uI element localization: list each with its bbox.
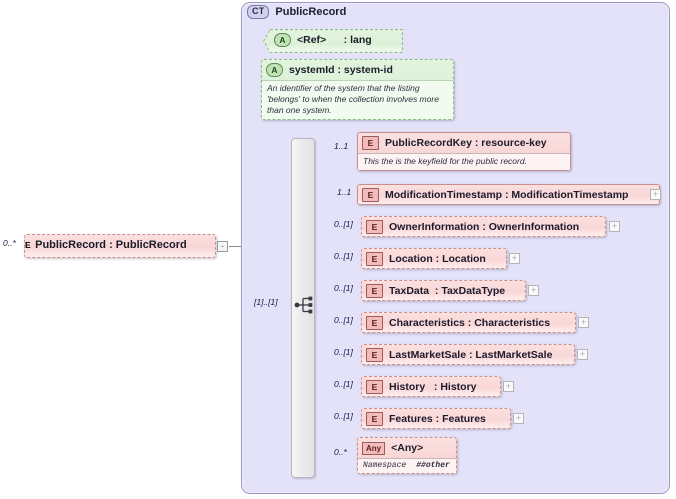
node-root-row: E PublicRecord : PublicRecord — [25, 235, 215, 257]
node-element-lastmarketsale-label: LastMarketSale : LastMarketSale — [389, 349, 553, 361]
node-element-modificationtimestamp[interactable]: E ModificationTimestamp : ModificationTi… — [357, 184, 660, 205]
occurrence-publicrecordkey: 1..1 — [334, 141, 349, 151]
occurrence-features: 0..[1] — [334, 411, 353, 421]
occurrence-modificationtimestamp: 1..1 — [337, 187, 352, 197]
occurrence-lastmarketsale: 0..[1] — [334, 347, 353, 357]
expand-icon-history[interactable]: + — [503, 381, 514, 392]
occurrence-sequence: [1]..[1] — [254, 297, 278, 307]
element-badge-icon: E — [366, 348, 383, 362]
element-badge-icon: E — [366, 412, 383, 426]
node-element-publicrecordkey-label: PublicRecordKey : resource-key — [385, 137, 547, 149]
any-namespace-value: ##other — [416, 461, 450, 470]
collapse-icon-root[interactable]: - — [217, 241, 228, 252]
expand-icon-features[interactable]: + — [513, 413, 524, 424]
expand-icon-lastmarketsale[interactable]: + — [577, 349, 588, 360]
node-root-label: PublicRecord : PublicRecord — [35, 239, 187, 251]
node-element-modificationtimestamp-row: E ModificationTimestamp : ModificationTi… — [358, 185, 659, 205]
occurrence-history: 0..[1] — [334, 379, 353, 389]
node-any-row: Any <Any> — [358, 438, 456, 458]
node-element-characteristics-label: Characteristics : Characteristics — [389, 317, 551, 329]
node-element-characteristics-row: E Characteristics : Characteristics — [362, 313, 575, 333]
node-attribute-systemid-documentation: An identifier of the system that the lis… — [262, 80, 453, 119]
node-element-publicrecordkey-documentation: This the is the keyfield for the public … — [358, 153, 570, 170]
attribute-badge-icon: A — [266, 63, 283, 77]
node-element-history[interactable]: E History : History — [361, 376, 501, 397]
complex-type-badge: CT — [247, 5, 270, 19]
node-element-publicrecordkey-row: E PublicRecordKey : resource-key — [358, 133, 570, 153]
node-element-publicrecordkey[interactable]: E PublicRecordKey : resource-key This th… — [357, 132, 571, 171]
expand-icon-location[interactable]: + — [509, 253, 520, 264]
node-element-characteristics[interactable]: E Characteristics : Characteristics — [361, 312, 576, 333]
node-any-namespace-row: Namespace ##other — [358, 458, 456, 473]
node-element-ownerinformation-row: E OwnerInformation : OwnerInformation — [362, 217, 605, 237]
node-attribute-ref-lang[interactable]: A <Ref> : lang — [263, 29, 403, 53]
occurrence-location: 0..[1] — [334, 251, 353, 261]
expand-icon-characteristics[interactable]: + — [578, 317, 589, 328]
expand-icon-ownerinformation[interactable]: + — [609, 221, 620, 232]
node-any-element[interactable]: Any <Any> Namespace ##other — [357, 437, 457, 474]
sequence-icon — [294, 296, 313, 314]
any-badge-icon: Any — [362, 441, 386, 455]
node-element-taxdata-label: TaxData : TaxDataType — [389, 285, 506, 297]
node-attribute-ref-label: <Ref> : lang — [297, 34, 372, 46]
occurrence-root: 0..* — [3, 238, 16, 248]
occurrence-taxdata: 0..[1] — [334, 283, 353, 293]
node-element-location-label: Location : Location — [389, 253, 486, 265]
node-attribute-systemid-label: systemId : system-id — [289, 64, 393, 76]
occurrence-any: 0..* — [334, 447, 347, 457]
node-element-history-label: History : History — [389, 381, 477, 393]
element-badge-icon: E — [366, 252, 383, 266]
node-element-taxdata-row: E TaxData : TaxDataType — [362, 281, 525, 301]
node-element-features-row: E Features : Features — [362, 409, 510, 429]
any-namespace-key: Namespace — [363, 461, 407, 470]
complex-type-title: PublicRecord — [275, 6, 347, 18]
element-badge-icon: E — [362, 136, 379, 150]
node-element-features-label: Features : Features — [389, 413, 486, 425]
element-badge-icon: E — [366, 284, 383, 298]
node-attribute-systemid-row: A systemId : system-id — [262, 60, 453, 80]
node-any-label: <Any> — [391, 442, 424, 454]
node-attribute-systemid[interactable]: A systemId : system-id An identifier of … — [261, 59, 454, 120]
connector-root-to-container — [229, 246, 242, 247]
node-element-location-row: E Location : Location — [362, 249, 506, 269]
node-element-lastmarketsale-row: E LastMarketSale : LastMarketSale — [362, 345, 574, 365]
node-element-features[interactable]: E Features : Features — [361, 408, 511, 429]
element-badge-icon: E — [366, 316, 383, 330]
complex-type-header: CT PublicRecord — [247, 5, 346, 19]
expand-icon-modificationtimestamp[interactable]: + — [650, 189, 661, 200]
node-attribute-ref-row: A <Ref> : lang — [263, 29, 403, 51]
node-element-modificationtimestamp-label: ModificationTimestamp : ModificationTime… — [385, 189, 629, 201]
expand-icon-taxdata[interactable]: + — [528, 285, 539, 296]
occurrence-characteristics: 0..[1] — [334, 315, 353, 325]
node-element-lastmarketsale[interactable]: E LastMarketSale : LastMarketSale — [361, 344, 575, 365]
node-root-element-publicrecord[interactable]: E PublicRecord : PublicRecord — [24, 234, 216, 258]
element-badge-icon: E — [366, 220, 383, 234]
element-badge-icon: E — [366, 380, 383, 394]
node-element-history-row: E History : History — [362, 377, 500, 397]
occurrence-ownerinformation: 0..[1] — [334, 219, 353, 229]
element-badge-icon: E — [362, 188, 379, 202]
node-element-ownerinformation-label: OwnerInformation : OwnerInformation — [389, 221, 580, 233]
node-element-ownerinformation[interactable]: E OwnerInformation : OwnerInformation — [361, 216, 606, 237]
attribute-badge-icon: A — [274, 33, 291, 47]
node-element-location[interactable]: E Location : Location — [361, 248, 507, 269]
node-element-taxdata[interactable]: E TaxData : TaxDataType — [361, 280, 526, 301]
element-badge-icon: E — [25, 240, 31, 250]
